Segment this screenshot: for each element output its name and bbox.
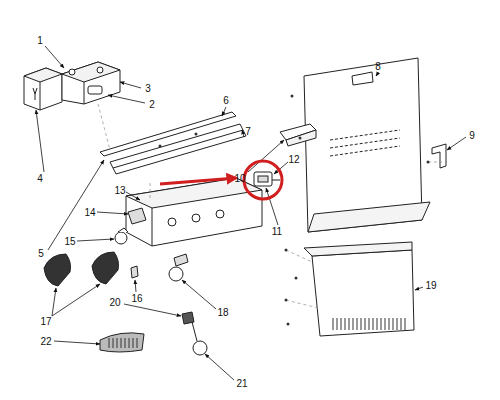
callout-number: 4 [36,173,44,184]
callout-number: 14 [83,207,96,218]
callout-number: 8 [374,61,382,72]
callout-number: 13 [113,185,126,196]
callout-number: 1 [36,35,44,46]
callout-number: 15 [63,236,76,247]
callout-number: 19 [424,280,437,291]
callout-number: 3 [144,83,152,94]
callout-number: 12 [287,154,300,165]
callout-number: 11 [271,226,283,237]
callout-number: 22 [39,336,52,347]
callout-number: 2 [148,99,156,110]
callout-number: 21 [235,378,248,389]
callout-number: 17 [39,316,52,327]
callout-number: 9 [468,130,476,141]
callout-number: 16 [130,293,143,304]
callout-number: 18 [216,307,229,318]
callout-number: 10 [233,173,246,184]
callout-number: 6 [222,95,230,106]
callout-number: 5 [37,248,45,259]
callout-number: 7 [244,126,252,137]
callout-number: 20 [108,297,121,308]
